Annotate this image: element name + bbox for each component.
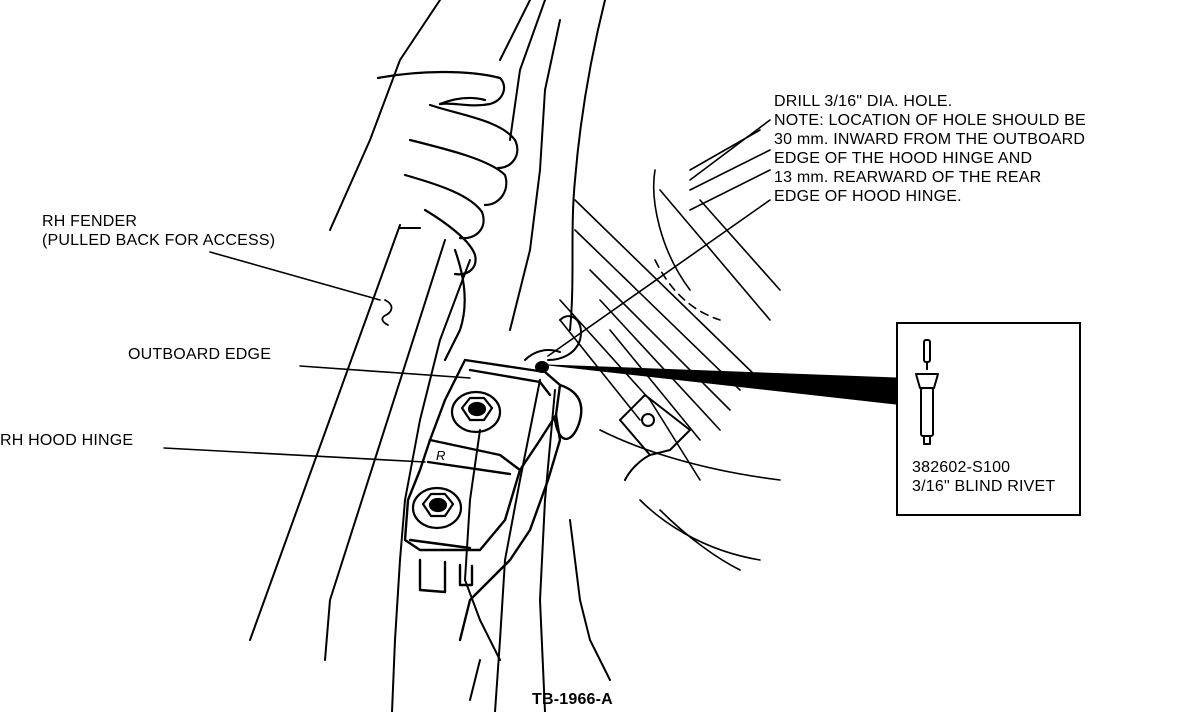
drill-note-line-1: DRILL 3/16" DIA. HOLE. xyxy=(774,93,953,110)
rivet-detail-box xyxy=(896,322,1081,516)
fender-scribble xyxy=(381,299,393,326)
hinge-stamp-r: R xyxy=(436,448,446,463)
drill-hole-mark xyxy=(524,315,582,373)
drill-note-line-6: EDGE OF HOOD HINGE. xyxy=(774,188,962,205)
hinge-bolt-lower xyxy=(411,486,463,530)
leader-lines xyxy=(163,119,771,463)
blind-rivet-icon xyxy=(915,339,939,445)
figure-id: TB-1966-A xyxy=(532,691,613,708)
outboard-edge-label: OUTBOARD EDGE xyxy=(128,346,272,363)
rivet-part-number: 382602-S100 xyxy=(912,459,1011,476)
rh-hood-hinge-label: RH HOOD HINGE xyxy=(0,432,134,449)
rh-fender-line-2: (PULLED BACK FOR ACCESS) xyxy=(42,232,276,249)
drill-note-line-4: EDGE OF THE HOOD HINGE AND xyxy=(774,150,1033,167)
drill-hole-note: DRILL 3/16" DIA. HOLE. NOTE: LOCATION OF… xyxy=(774,92,1086,206)
hinge-bolt-upper xyxy=(450,390,502,434)
rivet-description: 3/16" BLIND RIVET xyxy=(912,478,1056,495)
drill-note-line-5: 13 mm. REARWARD OF THE REAR xyxy=(774,169,1042,186)
body-panel-lines xyxy=(249,0,611,712)
cowl-bracket xyxy=(619,394,691,481)
hand-drawing xyxy=(376,70,519,362)
rivet-pointer-wedge xyxy=(547,364,897,405)
cowl-hatch-lines xyxy=(559,129,781,571)
drill-note-line-3: 30 mm. INWARD FROM THE OUTBOARD xyxy=(774,131,1086,148)
rh-fender-label: RH FENDER (PULLED BACK FOR ACCESS) xyxy=(42,212,275,250)
drill-note-line-2: NOTE: LOCATION OF HOLE SHOULD BE xyxy=(774,112,1086,129)
hood-hinge xyxy=(403,358,583,642)
rh-fender-line-1: RH FENDER xyxy=(42,213,138,230)
